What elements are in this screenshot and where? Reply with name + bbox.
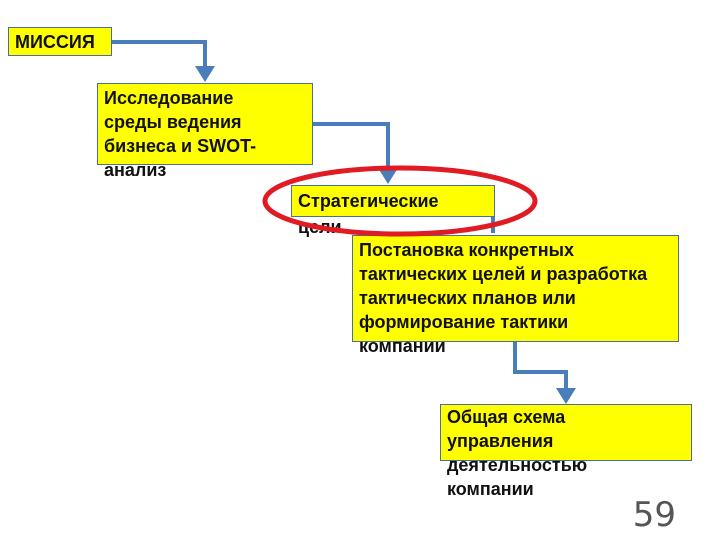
research-box: Исследование среды ведения бизнеса и SWO… [97,83,313,180]
arrow-mission-to-research [112,40,207,70]
page-number: 59 [632,495,676,535]
general-scheme-label: Общая схема управления деятельностью ком… [447,407,588,499]
strategic-goals-label: Стратегические цели [298,191,439,237]
arrowhead-research [195,66,215,82]
arrowhead-strategic [378,168,398,184]
general-scheme-box: Общая схема управления деятельностью ком… [440,404,692,499]
tactics-box: Постановка конкретных тактических целей … [352,235,679,356]
mission-box: МИССИЯ [8,27,112,56]
arrowhead-general [556,388,576,404]
tactics-label: Постановка конкретных тактических целей … [359,240,648,356]
strategic-goals-box: Стратегические цели [291,185,495,237]
research-label: Исследование среды ведения бизнеса и SWO… [104,88,257,180]
arrow-research-to-strategic [313,122,390,172]
mission-label: МИССИЯ [15,32,95,52]
